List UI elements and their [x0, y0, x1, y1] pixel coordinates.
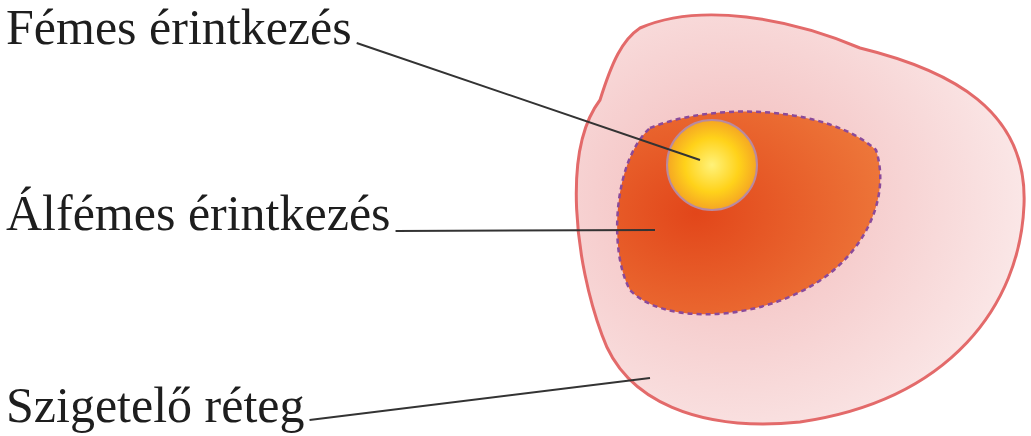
leader-line [396, 230, 655, 231]
quasi-metallic-region [617, 112, 880, 315]
part-label: Szigetelő réteg [6, 380, 305, 430]
part-label: Álfémes érintkezés [6, 188, 391, 238]
insulating-layer [576, 15, 1024, 424]
leader-line [357, 43, 700, 160]
part-label: Fémes érintkezés [6, 2, 352, 52]
leader-line [310, 378, 651, 420]
metallic-spot [667, 120, 757, 210]
